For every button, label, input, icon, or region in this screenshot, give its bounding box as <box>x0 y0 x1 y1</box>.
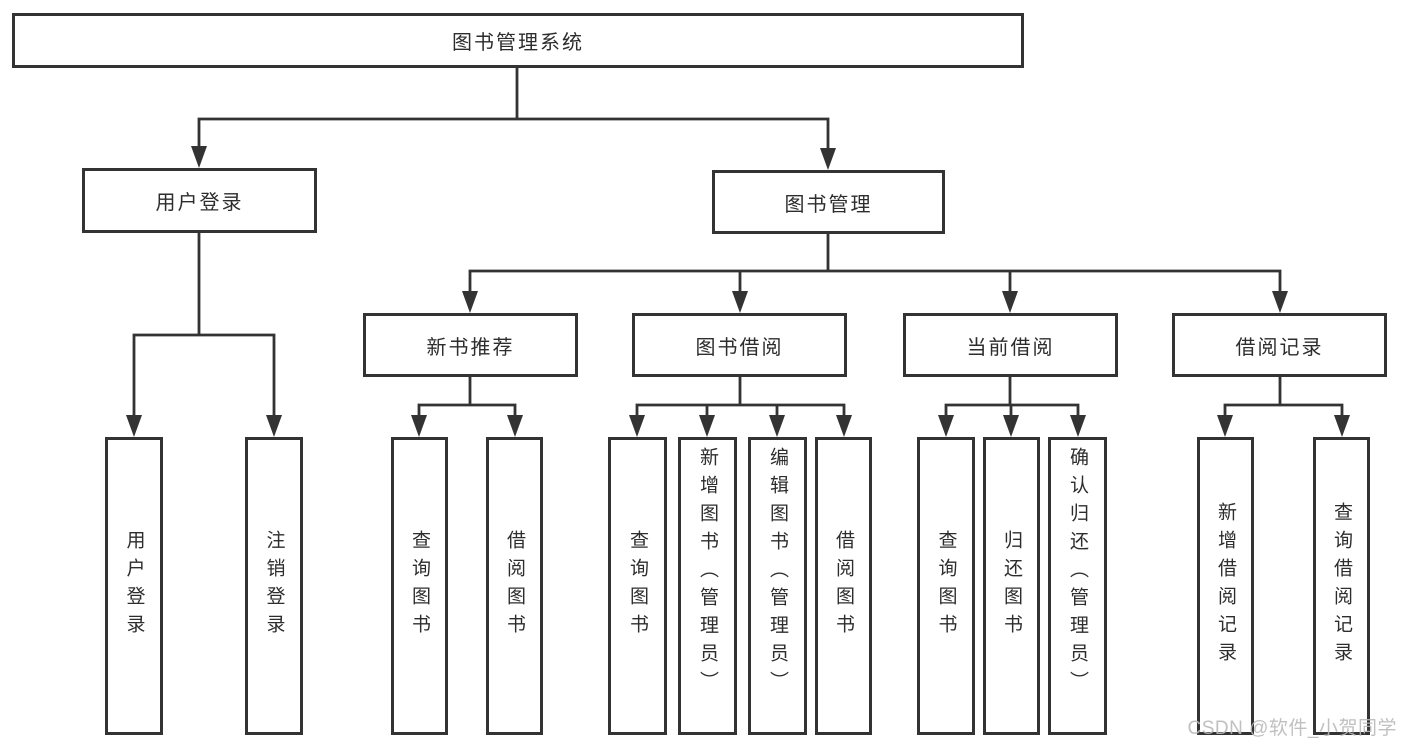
node-book-management: 图书管理 <box>712 170 945 234</box>
leaf-add-book-admin: 新增图书（管理员） <box>678 437 737 735</box>
leaf-query-borrow-record: 查询借阅记录 <box>1313 437 1370 735</box>
leaf-borrow-books-borrowing: 借阅图书 <box>815 437 872 735</box>
leaf-label: 查询图书 <box>409 530 430 642</box>
leaf-confirm-return-admin: 确认归还（管理员） <box>1048 437 1107 735</box>
leaf-label: 注销登录 <box>263 530 285 642</box>
leaf-query-books-current: 查询图书 <box>917 437 975 735</box>
leaf-label: 新增图书（管理员） <box>697 447 718 699</box>
leaf-label: 查询图书 <box>627 530 648 642</box>
node-book-borrowing: 图书借阅 <box>632 313 847 377</box>
leaf-edit-book-admin: 编辑图书（管理员） <box>748 437 807 735</box>
leaf-logout: 注销登录 <box>245 437 303 735</box>
leaf-label: 查询借阅记录 <box>1331 502 1352 670</box>
node-user-login: 用户登录 <box>82 168 317 233</box>
leaf-borrow-books-recommend: 借阅图书 <box>486 437 543 735</box>
csdn-watermark: CSDN @软件_小贺同学 <box>1187 718 1397 739</box>
leaf-label: 查询图书 <box>935 530 957 642</box>
node-borrowing-records: 借阅记录 <box>1172 313 1387 377</box>
node-new-book-recommendation: 新书推荐 <box>363 313 578 377</box>
leaf-label: 确认归还（管理员） <box>1067 447 1088 699</box>
leaf-label: 借阅图书 <box>833 530 854 642</box>
leaf-label: 用户登录 <box>123 530 145 642</box>
node-library-system: 图书管理系统 <box>12 13 1024 68</box>
leaf-label: 借阅图书 <box>504 530 525 642</box>
leaf-return-books: 归还图书 <box>983 437 1040 735</box>
leaf-label: 编辑图书（管理员） <box>767 447 788 699</box>
leaf-add-borrow-record: 新增借阅记录 <box>1197 437 1254 735</box>
leaf-user-login: 用户登录 <box>105 437 163 735</box>
leaf-label: 新增借阅记录 <box>1215 502 1236 670</box>
node-current-borrowing: 当前借阅 <box>903 313 1118 377</box>
leaf-label: 归还图书 <box>1001 530 1022 642</box>
leaf-query-books-borrowing: 查询图书 <box>608 437 667 735</box>
leaf-query-books-recommend: 查询图书 <box>391 437 448 735</box>
